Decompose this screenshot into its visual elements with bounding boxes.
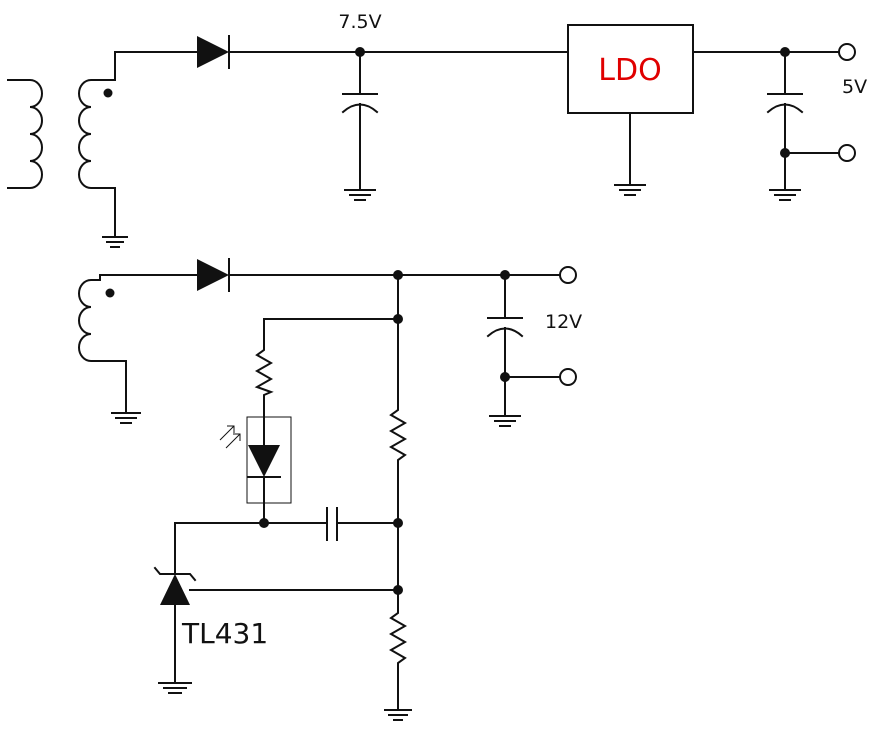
winding-polarity-dot — [103, 88, 113, 98]
ground-symbol — [344, 189, 376, 201]
rail-12v-label: 12V — [545, 311, 582, 333]
output-capacitor-5v — [766, 51, 804, 191]
ground-symbol — [158, 682, 192, 694]
winding-polarity-dot — [105, 288, 115, 298]
output-terminal-5v-return — [838, 144, 856, 162]
rail-5v-label: 5V — [842, 76, 867, 98]
filter-capacitor — [341, 51, 379, 191]
ground-symbol — [769, 189, 801, 201]
rectifier-diode — [197, 258, 230, 292]
compensation-capacitor — [326, 507, 338, 541]
tl431-shunt-regulator — [153, 566, 197, 605]
ground-symbol — [102, 236, 128, 248]
divider-resistor-upper — [388, 404, 408, 466]
output-capacitor-12v — [486, 274, 524, 417]
output-terminal-12v-return — [559, 368, 577, 386]
transformer-secondary-winding-1 — [78, 51, 116, 238]
ldo-regulator: LDO — [567, 24, 694, 186]
divider-resistor-lower — [388, 607, 408, 711]
optocoupler-led — [247, 445, 281, 524]
transformer-secondary-winding-2 — [78, 274, 198, 414]
transformer-primary-winding — [7, 79, 43, 189]
ground-symbol — [614, 184, 646, 196]
ground-symbol — [384, 709, 412, 721]
ground-symbol — [111, 412, 141, 424]
rail-7v5-label: 7.5V — [338, 11, 381, 33]
ldo-label: LDO — [598, 53, 661, 88]
led-series-resistor — [254, 344, 274, 446]
rectifier-diode — [197, 35, 230, 69]
tl431-label: TL431 — [181, 617, 268, 650]
ground-symbol — [489, 415, 521, 427]
optocoupler-outline — [246, 416, 292, 504]
output-terminal-12v — [559, 266, 577, 284]
output-terminal-5v — [838, 43, 856, 61]
light-emission-arrows-icon — [219, 425, 241, 449]
